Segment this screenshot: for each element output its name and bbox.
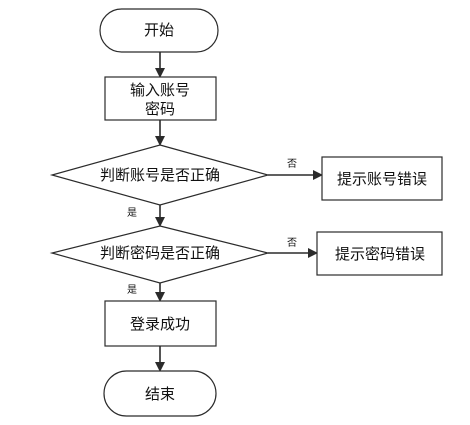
end-label: 结束: [145, 385, 175, 403]
account-error-box: [321, 156, 443, 201]
input-label-line1: 输入账号: [130, 81, 190, 99]
check-account-decision: [49, 144, 271, 206]
start-label: 开始: [144, 21, 174, 39]
edge-label-no-account: 否: [287, 158, 297, 170]
check-account-label: 判断账号是否正确: [100, 166, 220, 184]
account-error-label: 提示账号错误: [337, 170, 427, 188]
input-process-box: [104, 76, 217, 121]
edge-label-no-password: 否: [287, 237, 297, 249]
end-terminator: [103, 370, 217, 417]
success-label: 登录成功: [130, 315, 190, 333]
start-terminator: [99, 8, 219, 53]
input-label-line2: 密码: [145, 100, 175, 118]
edge-label-yes-account: 是: [127, 207, 137, 219]
success-process-box: [104, 300, 217, 347]
edge-label-yes-password: 是: [127, 284, 137, 296]
check-password-decision: [49, 225, 271, 284]
check-password-label: 判断密码是否正确: [100, 244, 220, 262]
password-error-label: 提示密码错误: [335, 245, 425, 263]
password-error-box: [316, 231, 443, 276]
